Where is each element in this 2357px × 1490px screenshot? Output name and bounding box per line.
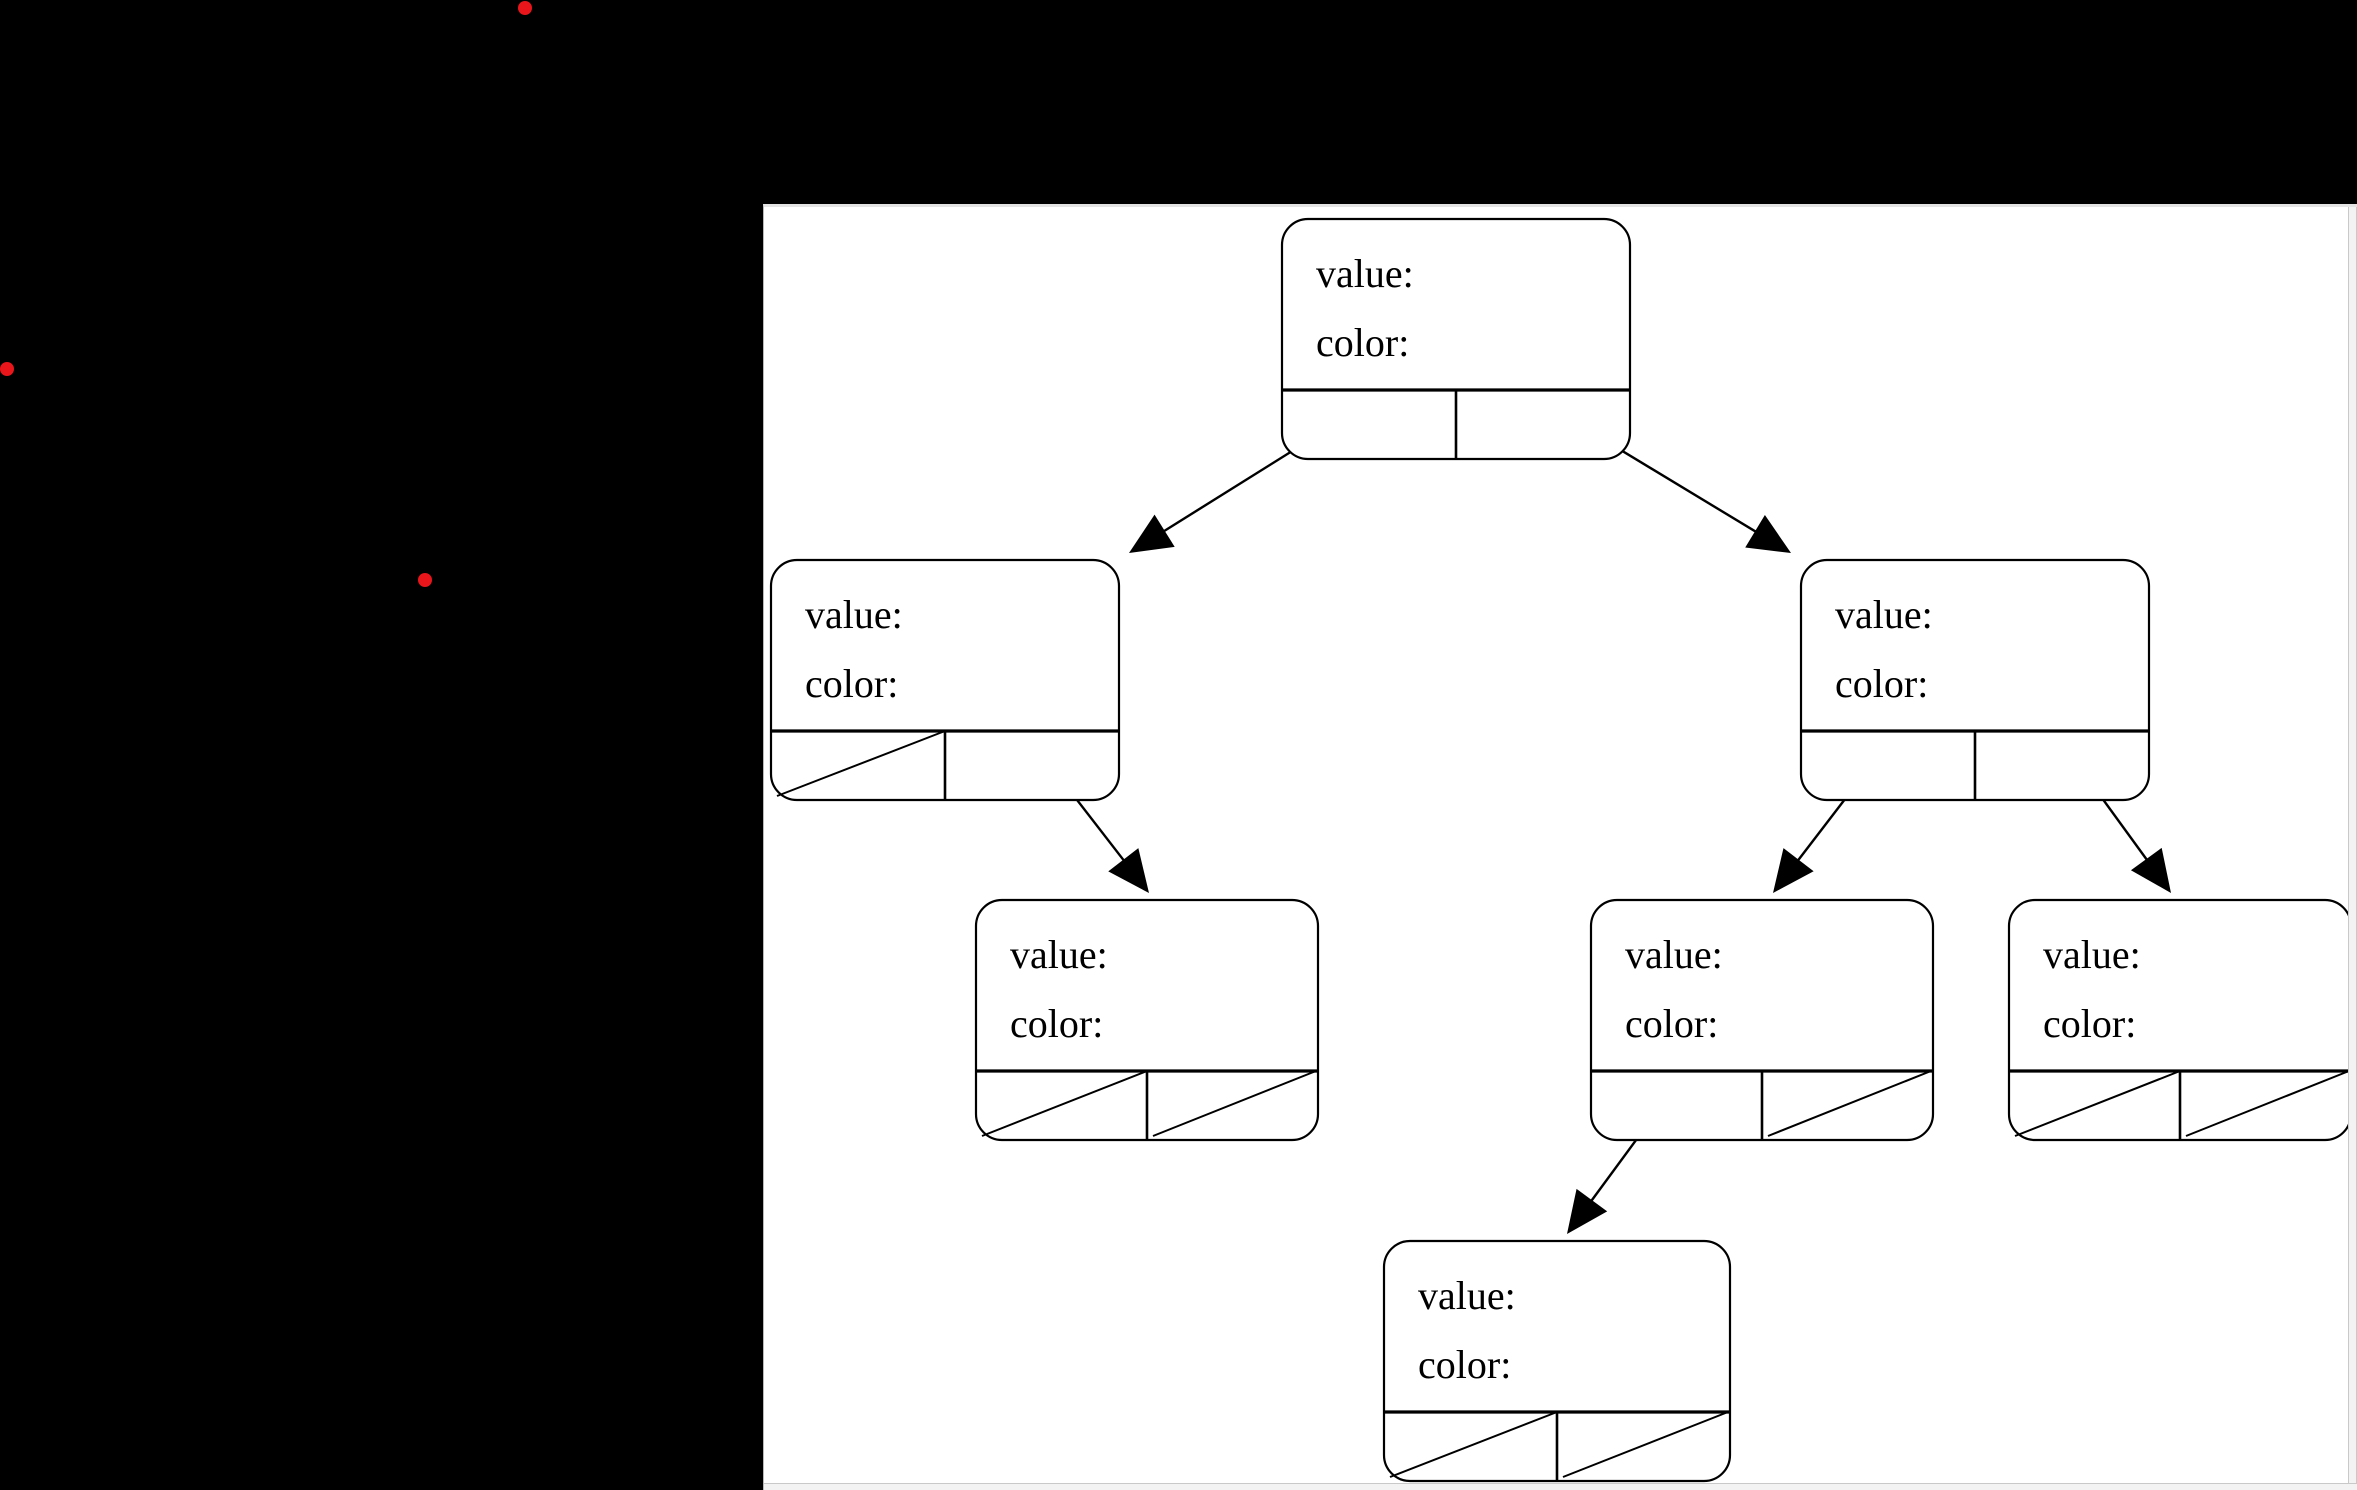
tree-node-right[interactable]: value: color: — [1799, 558, 2151, 802]
tree-node-right-right-value-label: value: — [2043, 932, 2141, 977]
edge-rl-to-left-child-arrowhead — [1567, 1188, 1608, 1234]
tree-node-root-color-label: color: — [1316, 320, 1409, 365]
panel-right-scroll-edge[interactable] — [2348, 207, 2357, 1490]
panel-bottom-edge — [764, 1483, 2357, 1490]
tree-node-right-right[interactable]: value: color: — [2007, 898, 2353, 1142]
marker-dot-top — [518, 1, 532, 15]
tree-node-right-left-value-label: value: — [1625, 932, 1723, 977]
tree-node-right-left-left-right-null-slash — [1562, 1411, 1729, 1478]
tree-node-right-value-label: value: — [1835, 592, 1933, 637]
edge-left-to-right-child-arrowhead — [1108, 848, 1149, 893]
edge-right-to-left-child-arrowhead — [1773, 848, 1814, 893]
tree-node-right-right-left-null-slash — [2014, 1070, 2181, 1137]
tree-node-right-left-left-color-label: color: — [1418, 1342, 1511, 1387]
tree-node-right-right-color-label: color: — [2043, 1001, 2136, 1046]
tree-nodes-layer: value:color:value:color:value:color:valu… — [769, 217, 2353, 1483]
edge-right-to-right-child-arrowhead — [2130, 847, 2171, 893]
tree-node-left-right-right-null-slash — [1152, 1070, 1317, 1137]
tree-node-right-left-color-label: color: — [1625, 1001, 1718, 1046]
tree-node-left-right-left-null-slash — [981, 1070, 1148, 1137]
marker-dot-middle — [418, 573, 432, 587]
tree-node-left-right[interactable]: value: color: — [974, 898, 1320, 1142]
tree-node-left-left-null-slash — [776, 730, 946, 797]
tree-node-right-color-label: color: — [1835, 661, 1928, 706]
tree-node-right-right-right-null-slash — [2185, 1070, 2350, 1137]
tree-node-left-value-label: value: — [805, 592, 903, 637]
binary-tree-diagram: value:color:value:color:value:color:valu… — [769, 217, 2353, 1483]
edge-root-to-right-arrowhead — [1745, 515, 1791, 553]
diagram-canvas-panel[interactable]: value:color:value:color:value:color:valu… — [763, 204, 2357, 1490]
tree-node-left-color-label: color: — [805, 661, 898, 706]
tree-node-right-left-right-null-slash — [1767, 1070, 1932, 1137]
tree-node-root-value-label: value: — [1316, 251, 1414, 296]
tree-node-left-right-color-label: color: — [1010, 1001, 1103, 1046]
tree-node-right-left[interactable]: value: color: — [1589, 898, 1935, 1142]
tree-node-right-left-left-left-null-slash — [1389, 1411, 1558, 1478]
tree-node-right-left-left[interactable]: value: color: — [1382, 1239, 1732, 1483]
tree-node-left[interactable]: value: color: — [769, 558, 1121, 802]
marker-dot-left — [0, 362, 14, 376]
edge-root-to-left-arrowhead — [1129, 514, 1175, 553]
tree-node-root[interactable]: value: color: — [1280, 217, 1632, 461]
tree-node-right-left-left-value-label: value: — [1418, 1273, 1516, 1318]
tree-node-left-right-value-label: value: — [1010, 932, 1108, 977]
